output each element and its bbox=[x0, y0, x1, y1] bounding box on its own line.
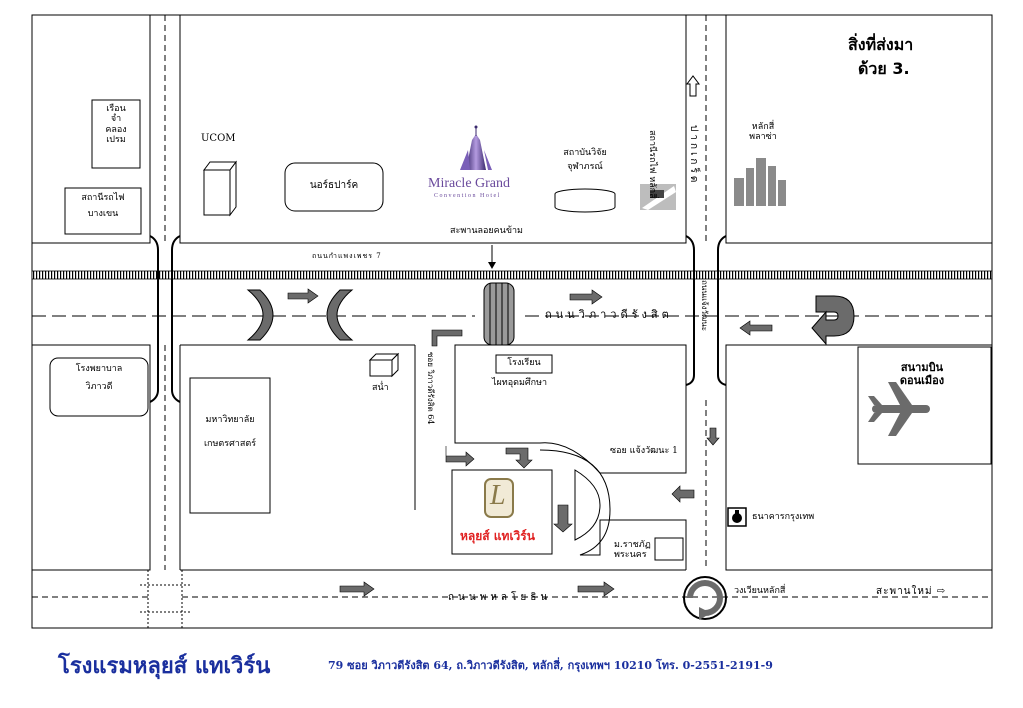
ruean-box bbox=[91, 99, 141, 169]
laksi-circle-label: วงเวียนหลักสี่ bbox=[734, 586, 786, 596]
train-station-box bbox=[64, 187, 142, 235]
hotel-gate bbox=[574, 469, 601, 541]
ucom-label: UCOM bbox=[201, 133, 236, 144]
building-box-icon bbox=[368, 352, 400, 378]
block-top-left bbox=[31, 14, 151, 244]
hotel-logo bbox=[484, 478, 514, 518]
airport-label: สนามบินดอนเมือง bbox=[899, 361, 945, 387]
hotel-lot bbox=[451, 469, 553, 555]
ruean-label: เรือนจำคลองเปรม bbox=[105, 104, 127, 146]
road-bracket-right bbox=[685, 235, 695, 386]
airport-block bbox=[857, 346, 992, 465]
soi-chaeng-label: ซอย แจ้งวัฒนะ 1 bbox=[610, 446, 678, 456]
airplane-icon bbox=[868, 382, 930, 436]
direction-arrows bbox=[287, 288, 773, 597]
railway bbox=[31, 270, 993, 280]
block-bottom-left bbox=[31, 344, 151, 571]
train-icon bbox=[640, 184, 676, 210]
phahonyothin-road-label: ถนนพหลโยธิน bbox=[448, 592, 552, 603]
miracle-grand-name: Miracle Grand bbox=[428, 176, 511, 191]
miracle-grand-sub: Convention Hotel bbox=[434, 193, 501, 199]
hospital-label: โรงพยาบาลวิภาวดี bbox=[75, 364, 123, 393]
footer-address: 79 ซอย วิภาวดีรังสิต 64, ถ.วิภาวดีรังสิต… bbox=[328, 659, 773, 672]
hotel-name-label: หลุยส์ แทเวิร์น bbox=[460, 529, 535, 543]
u-turn-arrow-icon bbox=[811, 295, 855, 346]
city-skyline-icon bbox=[734, 158, 786, 206]
hotel-monogram: L bbox=[490, 480, 506, 511]
school-name-label: ไผทอุดมศึกษา bbox=[492, 378, 548, 388]
pak-kret-label: ปากเกร็ด bbox=[688, 125, 699, 186]
north-park-label: นอร์ธปาร์ค bbox=[309, 180, 359, 191]
u-turn-arrow-icon bbox=[246, 289, 274, 341]
building-box-icon bbox=[203, 160, 237, 217]
laksi-plaza-label: หลักสี่พลาซ่า bbox=[749, 122, 777, 143]
intersection-icon bbox=[140, 570, 190, 628]
pedestrian-bridge bbox=[483, 282, 515, 346]
rajabhat-box bbox=[654, 537, 684, 561]
up-arrow-icon bbox=[686, 75, 700, 97]
soi-64-label: ซอย วิภาวดีรังสิต 64 bbox=[426, 352, 435, 425]
train-station-label: สถานีรถไฟบางเขน bbox=[81, 193, 125, 220]
jewelry-institute-label: สถาบันวิจัยจุฬาภรณ์ bbox=[563, 148, 607, 173]
bank-label: ธนาคารกรุงเทพ bbox=[752, 512, 815, 522]
north-park-box bbox=[284, 162, 384, 212]
road-bracket-right-2 bbox=[717, 235, 727, 386]
miracle-grand-logo bbox=[460, 125, 492, 170]
new-bridge-label: สะพานใหม่ ⇨ bbox=[876, 586, 947, 597]
pointer-arrow bbox=[488, 262, 496, 269]
footer-hotel-name: โรงแรมหลุยส์ แทเวิร์น bbox=[58, 654, 271, 679]
laksi-train-label: สถานีรถไฟ หลักสี่ bbox=[647, 130, 657, 199]
vibhavadi-road-label: ถนนวิภาวดีรังสิต bbox=[545, 308, 673, 321]
u-turn-arrow-icon bbox=[326, 289, 354, 341]
kasetsart-block bbox=[189, 377, 271, 514]
road-bracket-left bbox=[149, 235, 159, 403]
block-bottom-right bbox=[725, 344, 993, 571]
sauna-label: สน่ำ bbox=[372, 383, 389, 393]
title-line-1: สิ่งที่ส่งมา bbox=[848, 35, 914, 54]
cylinder-icon bbox=[554, 188, 616, 213]
block-top-center bbox=[179, 14, 687, 244]
money-bag-icon bbox=[727, 507, 747, 527]
roundabout-icon bbox=[683, 576, 727, 620]
curved-road bbox=[539, 449, 687, 570]
road-bracket-left-2 bbox=[171, 235, 181, 403]
pedestrian-bridge-label: สะพานลอยคนข้าม bbox=[450, 226, 523, 236]
kamphaeng-phet-road-label: ถนนกำแพงเพชร 7 bbox=[312, 252, 382, 260]
kasetsart-label: มหาวิทยาลัยเกษตรศาสตร์ bbox=[203, 415, 257, 450]
block-top-right bbox=[725, 14, 993, 244]
hospital-box bbox=[49, 357, 149, 417]
school-label-box bbox=[495, 354, 553, 374]
school-box-label: โรงเรียน bbox=[507, 358, 541, 368]
rajabhat-label: ม.ราชภัฏพระนคร bbox=[614, 540, 651, 561]
title-line-2: ด้วย 3. bbox=[858, 59, 910, 78]
chaeng-watthana-road-label: ถนนแจ้งวัฒนะ bbox=[700, 280, 709, 332]
